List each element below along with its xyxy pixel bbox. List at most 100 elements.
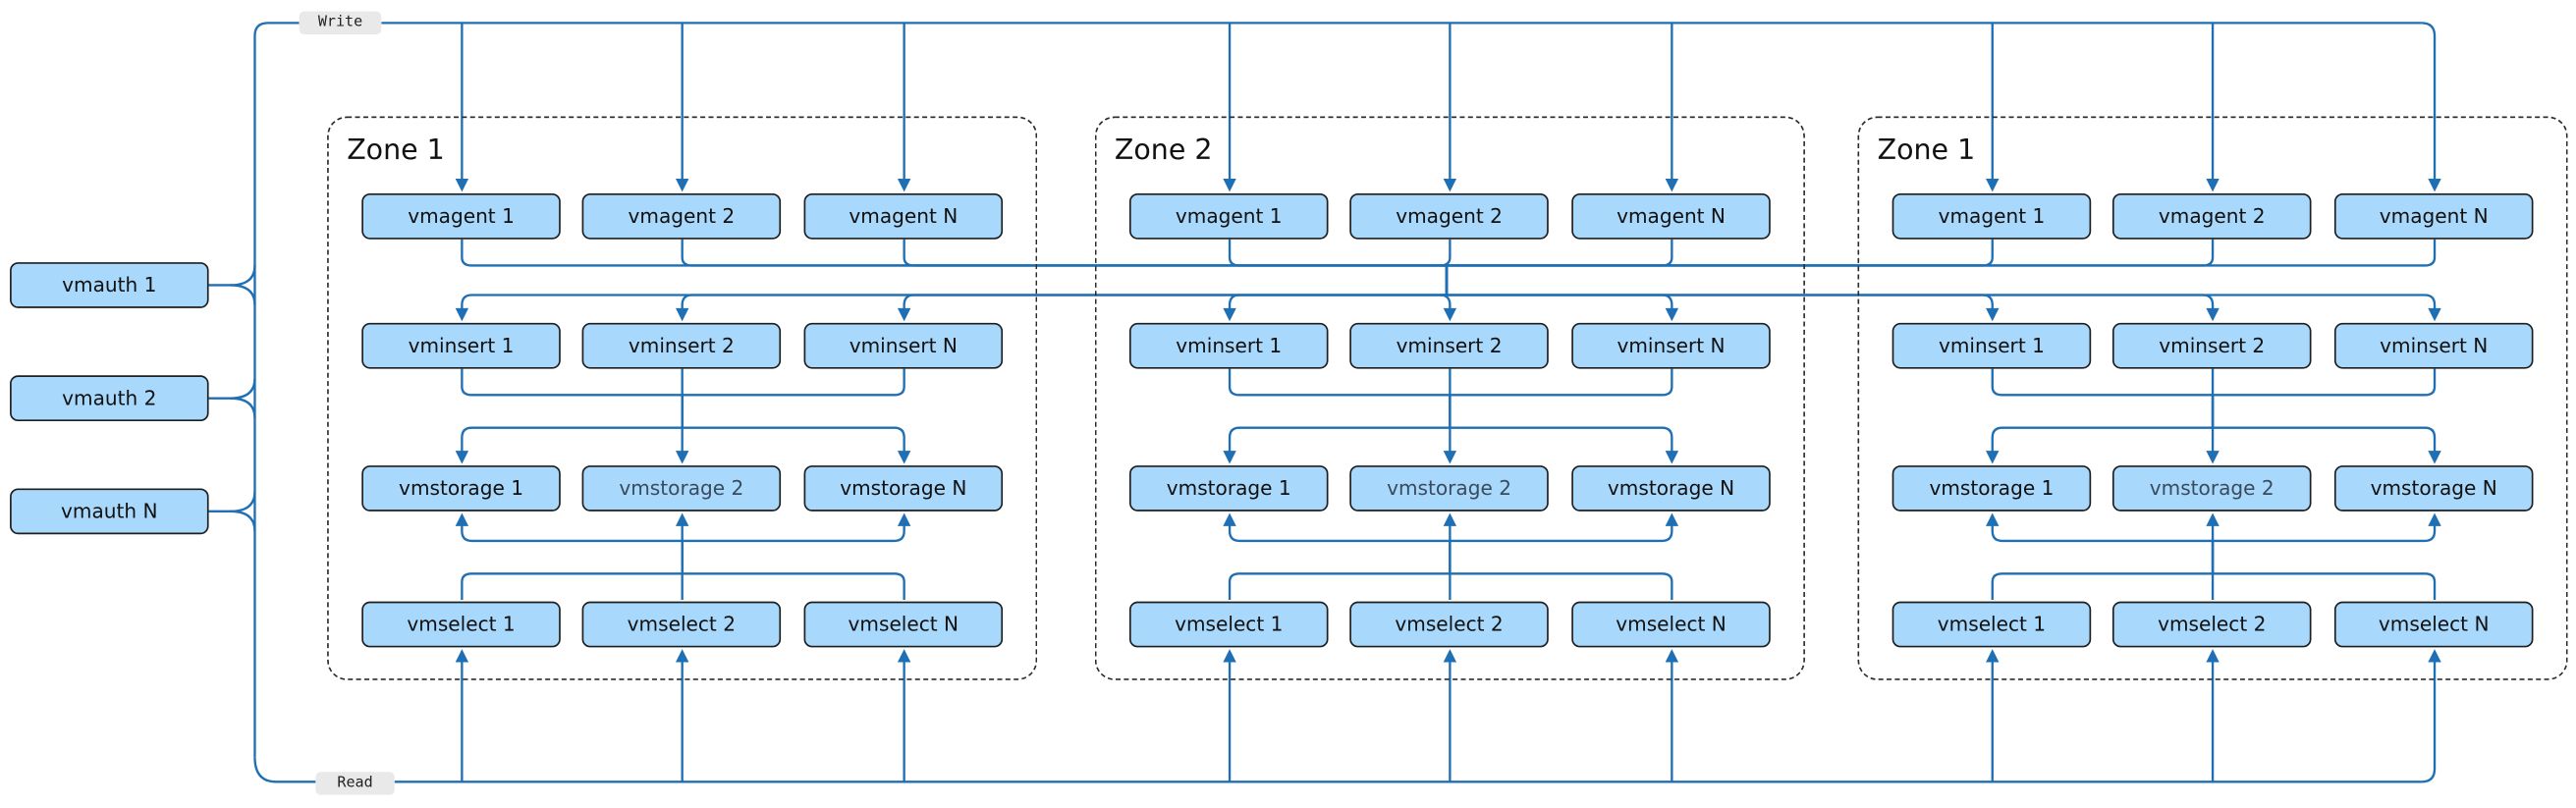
- auth-link-0: [208, 265, 256, 287]
- z0-storage-in-2: [682, 426, 905, 453]
- zone-c-vmstorage-1: vmstorage 1: [1891, 465, 2092, 512]
- storage-arrow-icon: [2428, 451, 2441, 464]
- storage-up-arrow-icon: [1443, 512, 1457, 526]
- write-arrow-icon: [2206, 178, 2220, 192]
- zone-b-vmstorage-2: vmstorage 2: [1349, 465, 1549, 512]
- zone-a-vmstorage-1: vmstorage 1: [361, 465, 561, 512]
- zone-a-vmselect-n: vmselect N: [803, 601, 1004, 648]
- write-arrow-icon: [455, 178, 469, 192]
- z0-storage-up-0: [461, 524, 683, 543]
- read-bus-label: Read: [315, 772, 395, 795]
- zone-c: Zone 1: [1857, 116, 2568, 680]
- zone-b-vmselect-1: vmselect 1: [1128, 601, 1329, 648]
- zone-c-vminsert-n: vminsert N: [2333, 322, 2534, 369]
- z1-storage-in-2: [1450, 426, 1673, 453]
- write-arrow-icon: [1223, 178, 1236, 192]
- mesh-arrow-icon: [675, 307, 689, 322]
- write-bus-label: Write: [299, 11, 382, 35]
- storage-arrow-icon: [1665, 451, 1679, 464]
- zone-a-vminsert-n: vminsert N: [803, 322, 1004, 369]
- zone-a: Zone 1: [327, 116, 1038, 680]
- mesh-arrow-icon: [455, 307, 469, 322]
- storage-up-arrow-icon: [1986, 512, 2000, 526]
- zone-c-vminsert-2: vminsert 2: [2111, 322, 2312, 369]
- z1-storage-up-0: [1228, 524, 1451, 543]
- zone-b-vmagent-n: vmagent N: [1571, 192, 1771, 240]
- storage-arrow-icon: [675, 451, 689, 464]
- mesh-arrow-icon: [1443, 307, 1457, 322]
- write-arrow-icon: [675, 178, 689, 192]
- zone-c-vminsert-1: vminsert 1: [1891, 322, 2092, 369]
- z1-insert-down-2: [1449, 368, 1673, 428]
- z1-storage-in-0: [1228, 426, 1451, 453]
- storage-arrow-icon: [1223, 451, 1236, 464]
- read-arrow-icon: [1986, 649, 2000, 663]
- z0-insert-down-2: [681, 368, 905, 428]
- z0-select-up-2: [681, 540, 905, 601]
- read-arrow-icon: [2428, 649, 2441, 663]
- storage-up-arrow-icon: [2206, 512, 2220, 526]
- storage-up-arrow-icon: [675, 512, 689, 526]
- agent-out-4: [1440, 239, 1452, 267]
- zone-a-vmagent-n: vmagent N: [803, 192, 1004, 240]
- z1-insert-down-0: [1228, 368, 1452, 428]
- zone-c-vmstorage-n: vmstorage N: [2333, 465, 2534, 512]
- zone-c-vmagent-2: vmagent 2: [2111, 192, 2312, 240]
- zone-a-vminsert-2: vminsert 2: [581, 322, 782, 369]
- mesh-arrow-icon: [897, 307, 911, 322]
- mesh-arrow-icon: [2428, 307, 2441, 322]
- read-rise-8: [2421, 662, 2437, 783]
- write-arrow-icon: [2428, 178, 2441, 192]
- zone-a-vminsert-1: vminsert 1: [361, 322, 561, 369]
- storage-up-arrow-icon: [897, 512, 911, 526]
- auth-link-b-1: [230, 397, 256, 418]
- read-arrow-icon: [1665, 649, 1679, 663]
- auth-link-1: [208, 378, 256, 400]
- zone-b-vmstorage-n: vmstorage N: [1571, 465, 1771, 512]
- agent-out-3: [1228, 239, 1448, 267]
- zone-b-vmagent-1: vmagent 1: [1128, 192, 1329, 240]
- read-trunk: [253, 757, 316, 783]
- read-arrow-icon: [1223, 649, 1236, 663]
- insert-in-0: [461, 294, 1448, 310]
- read-arrow-icon: [455, 649, 469, 663]
- read-arrow-icon: [1443, 649, 1457, 663]
- zone-b-vmagent-2: vmagent 2: [1349, 192, 1549, 240]
- vmauth-1: vmauth 1: [10, 262, 209, 308]
- zone-b-vmselect-2: vmselect 2: [1349, 601, 1549, 648]
- z1-select-up-2: [1449, 540, 1673, 601]
- storage-arrow-icon: [2206, 451, 2220, 464]
- zone-a-title: Zone 1: [347, 134, 445, 168]
- read-arrow-icon: [675, 649, 689, 663]
- insert-in-2: [903, 294, 1448, 310]
- z2-storage-up-0: [1991, 524, 2214, 543]
- storage-arrow-icon: [455, 451, 469, 464]
- write-arrow-icon: [1665, 178, 1679, 192]
- zone-b-vmselect-n: vmselect N: [1571, 601, 1771, 648]
- auth-link-b-2: [230, 510, 256, 531]
- zone-c-title: Zone 1: [1877, 134, 1976, 168]
- read-arrow-icon: [2206, 649, 2220, 663]
- z0-storage-up-2: [682, 524, 905, 543]
- mesh-arrow-icon: [2206, 307, 2220, 322]
- agent-out-1: [681, 239, 1448, 267]
- insert-in-1: [681, 294, 1448, 310]
- storage-arrow-icon: [897, 451, 911, 464]
- insert-in-4: [1440, 294, 1452, 310]
- zone-b-title: Zone 2: [1114, 134, 1213, 168]
- zone-b: Zone 2: [1094, 116, 1805, 680]
- zone-a-vmselect-2: vmselect 2: [581, 601, 782, 648]
- z0-storage-in-0: [461, 426, 683, 453]
- zone-a-vmstorage-n: vmstorage N: [803, 465, 1004, 512]
- zone-a-vmstorage-2: vmstorage 2: [581, 465, 782, 512]
- mesh-arrow-icon: [1986, 307, 2000, 322]
- vmauth-n: vmauth N: [10, 488, 209, 535]
- z2-storage-in-2: [2213, 426, 2437, 453]
- z0-select-up-0: [461, 540, 684, 601]
- z2-select-up-0: [1991, 540, 2215, 601]
- z2-select-up-2: [2211, 540, 2437, 601]
- z1-storage-up-2: [1450, 524, 1673, 543]
- auth-link-b-0: [230, 284, 256, 305]
- zone-c-vmselect-2: vmselect 2: [2111, 601, 2312, 648]
